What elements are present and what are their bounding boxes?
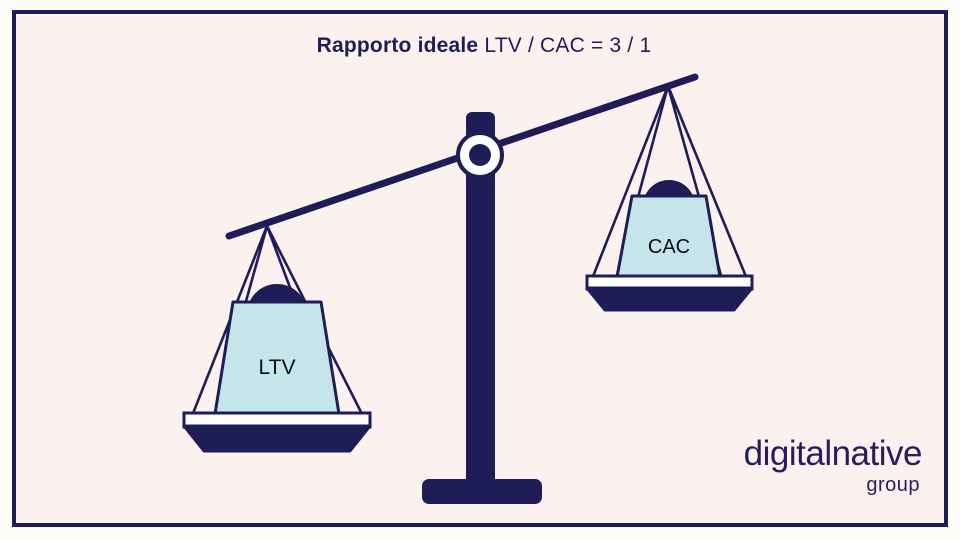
bordered-content-area: Rapporto ideale LTV / CAC = 3 / 1 bbox=[12, 10, 948, 527]
brand-logo: digitalnative group bbox=[743, 434, 923, 496]
scale-column bbox=[466, 112, 495, 484]
fulcrum-hub bbox=[469, 144, 491, 166]
scale-base bbox=[422, 479, 542, 504]
right-pan-tray bbox=[585, 286, 754, 312]
left-weight-label: LTV bbox=[259, 356, 296, 379]
page-title-bold: Rapporto ideale bbox=[316, 34, 479, 57]
right-weight-label: CAC bbox=[648, 236, 690, 258]
right-string-outer-right bbox=[666, 85, 749, 280]
logo-secondary-text: group bbox=[866, 474, 920, 496]
page-title: Rapporto ideale LTV / CAC = 3 / 1 bbox=[16, 34, 952, 58]
balance-scale-illustration: LTV CAC bbox=[182, 73, 754, 504]
right-string-outer-left bbox=[590, 85, 670, 280]
logo-primary-text: digitalnative bbox=[743, 434, 923, 473]
page-title-ratio: LTV / CAC = 3 / 1 bbox=[484, 34, 652, 57]
logo-word-native: native bbox=[831, 434, 923, 473]
logo-word-digital: digital bbox=[743, 434, 832, 473]
left-pan-tray bbox=[182, 424, 372, 453]
